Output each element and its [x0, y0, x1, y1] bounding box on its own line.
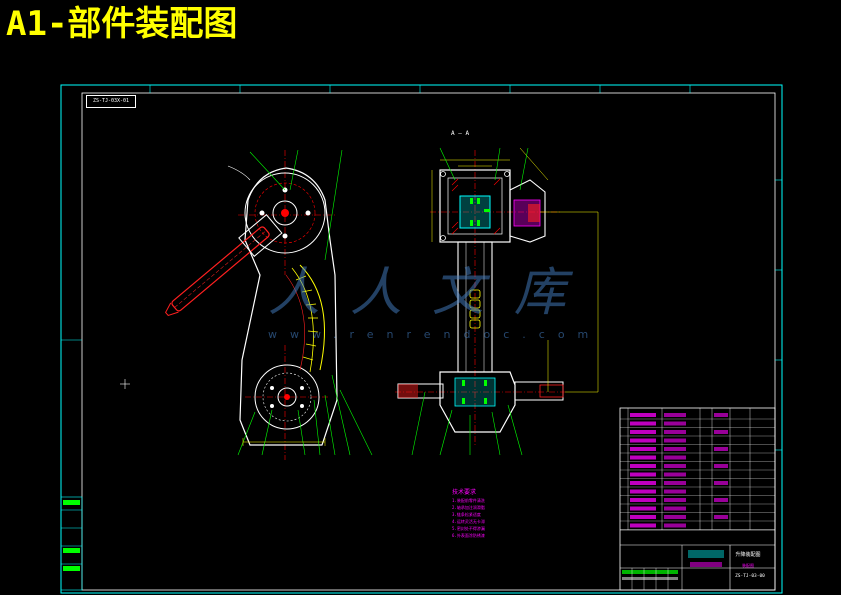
technical-note-line: 4.运转灵活无卡滞 [452, 519, 485, 524]
parts-row-fill [714, 413, 728, 417]
technical-note-line: 5.密封处不得渗漏 [452, 526, 485, 531]
crank-handle [165, 214, 283, 317]
technical-notes: 技术要求 1.装配前零件清洗 2.轴承加注润滑脂 3.链条松紧适度 4.运转灵活… [452, 488, 512, 539]
parts-list-rows [620, 413, 775, 530]
parts-row-fill [664, 506, 686, 511]
parts-row-fill [664, 413, 686, 417]
section-view-label: A — A [451, 130, 470, 137]
drawing-code-label: ZS-TJ-03X-01 [86, 95, 136, 108]
parts-row-fill [630, 455, 656, 460]
parts-row-fill [664, 523, 686, 528]
title-block-cells [622, 550, 724, 590]
parts-row-fill [714, 430, 728, 434]
parts-row-fill [664, 481, 686, 485]
outer-border [60, 84, 783, 594]
parts-row-fill [664, 489, 686, 494]
parts-row-fill [630, 438, 656, 443]
technical-note-line: 6.外表面涂防锈漆 [452, 533, 485, 538]
title-block-code: ZS-TJ-03-00 [735, 574, 765, 579]
inner-border [81, 92, 776, 591]
parts-row-fill [630, 515, 656, 519]
parts-row-fill [664, 447, 686, 451]
section-view [395, 147, 599, 456]
parts-row-fill [664, 455, 686, 460]
left-filing-column [60, 496, 83, 591]
parts-row-fill [664, 438, 686, 443]
parts-row-fill [630, 464, 656, 468]
parts-row-fill [664, 498, 686, 502]
parts-row-fill [714, 464, 728, 468]
zone-ticks [61, 85, 782, 451]
technical-note-line: 2.轴承加注润滑脂 [452, 505, 485, 510]
technical-note-line: 1.装配前零件清洗 [452, 498, 485, 503]
title-block-name: 升降装配图 [735, 552, 761, 558]
parts-row-fill [714, 481, 728, 485]
parts-row-fill [664, 515, 686, 519]
parts-row-fill [714, 447, 728, 451]
drawing-title: A1-部件装配图 [6, 4, 238, 44]
technical-notes-heading: 技术要求 [452, 489, 477, 496]
title-block-subtitle: 装配图 [742, 563, 754, 568]
parts-row-fill [630, 421, 656, 426]
parts-row-fill [714, 515, 728, 519]
parts-row-fill [630, 523, 656, 528]
parts-row-fill [630, 481, 656, 485]
parts-list-table [619, 407, 776, 591]
parts-row-fill [664, 421, 686, 426]
parts-row-fill [664, 472, 686, 477]
parts-row-fill [630, 472, 656, 477]
parts-row-fill [630, 498, 656, 502]
parts-row-fill [630, 430, 656, 434]
left-assembly-view [120, 149, 373, 460]
parts-row-fill [664, 430, 686, 434]
technical-note-line: 3.链条松紧适度 [452, 512, 481, 517]
parts-row-fill [664, 464, 686, 468]
parts-row-fill [714, 498, 728, 502]
parts-row-fill [630, 489, 656, 494]
parts-row-fill [630, 413, 656, 417]
parts-row-fill [630, 506, 656, 511]
parts-row-fill [630, 447, 656, 451]
